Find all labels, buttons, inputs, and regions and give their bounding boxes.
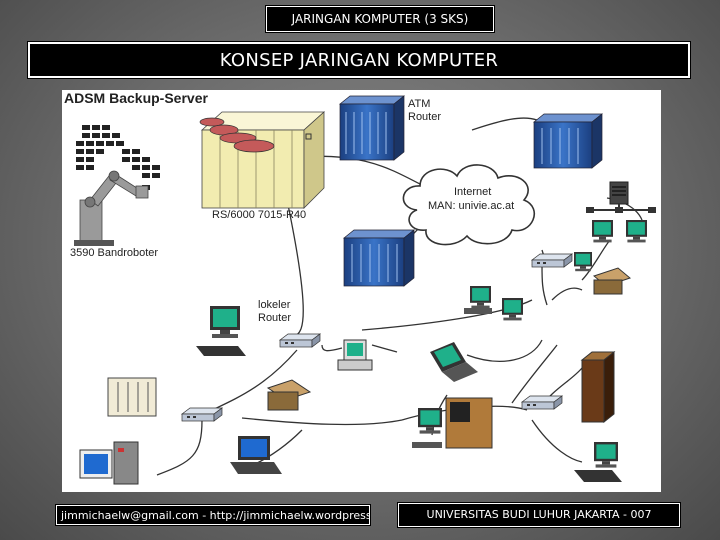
printer-icon xyxy=(266,379,312,411)
desktop-pc-icon xyxy=(337,339,373,371)
server-tower-icon xyxy=(580,350,616,424)
workstation-icon xyxy=(574,442,622,482)
router-icon xyxy=(279,333,321,348)
desktop-pc-icon xyxy=(502,298,523,321)
local-router-label-line2: Router xyxy=(258,312,291,324)
mainframe-icon xyxy=(107,377,157,417)
atm-router-label-line1: ATM xyxy=(408,98,430,110)
internet-cloud-icon xyxy=(402,164,536,246)
router-icon xyxy=(521,395,563,410)
atm-router-label-line2: Router xyxy=(408,111,441,123)
router-icon xyxy=(181,407,223,422)
router-icon xyxy=(531,253,573,268)
tape-library-icon xyxy=(74,125,160,246)
workstation-icon xyxy=(626,220,647,243)
desktop-pc-icon xyxy=(464,286,492,314)
laptop-icon xyxy=(230,436,282,474)
contact-footer: jimmichaelw@gmail.com - http://jimmichae… xyxy=(55,504,371,526)
atm-router-cabinet-icon xyxy=(339,95,405,161)
network-diagram-canvas: ADSM Backup-Server 3590 Bandroboter xyxy=(64,90,656,485)
workstation-icon xyxy=(196,306,246,356)
central-router-cabinet-icon xyxy=(343,229,415,287)
workstation-desk-icon xyxy=(412,397,493,449)
workstation-icon xyxy=(79,441,139,485)
hub-tree-icon xyxy=(586,181,656,213)
laptop-icon xyxy=(430,342,478,382)
internet-label-line1: Internet xyxy=(454,186,491,198)
atm-switch-cabinet-icon xyxy=(533,113,603,169)
local-router-label-line1: lokeler xyxy=(258,299,291,311)
slide-title: KONSEP JARINGAN KOMPUTER xyxy=(27,41,691,79)
network-diagram: ADSM Backup-Server 3590 Bandroboter xyxy=(62,90,661,492)
internet-label-line2: MAN: univie.ac.at xyxy=(428,200,514,212)
bandroboter-label: 3590 Bandroboter xyxy=(70,247,158,259)
rs6000-server-icon xyxy=(199,111,326,209)
university-footer: UNIVERSITAS BUDI LUHUR JAKARTA - 007 xyxy=(397,502,681,528)
rs6000-label: RS/6000 7015-R40 xyxy=(212,209,306,221)
workstation-icon xyxy=(574,252,592,272)
printer-icon xyxy=(592,267,632,295)
workstation-icon xyxy=(592,220,613,243)
server-heading: ADSM Backup-Server xyxy=(64,90,208,106)
course-title: JARINGAN KOMPUTER (3 SKS) xyxy=(265,5,495,33)
